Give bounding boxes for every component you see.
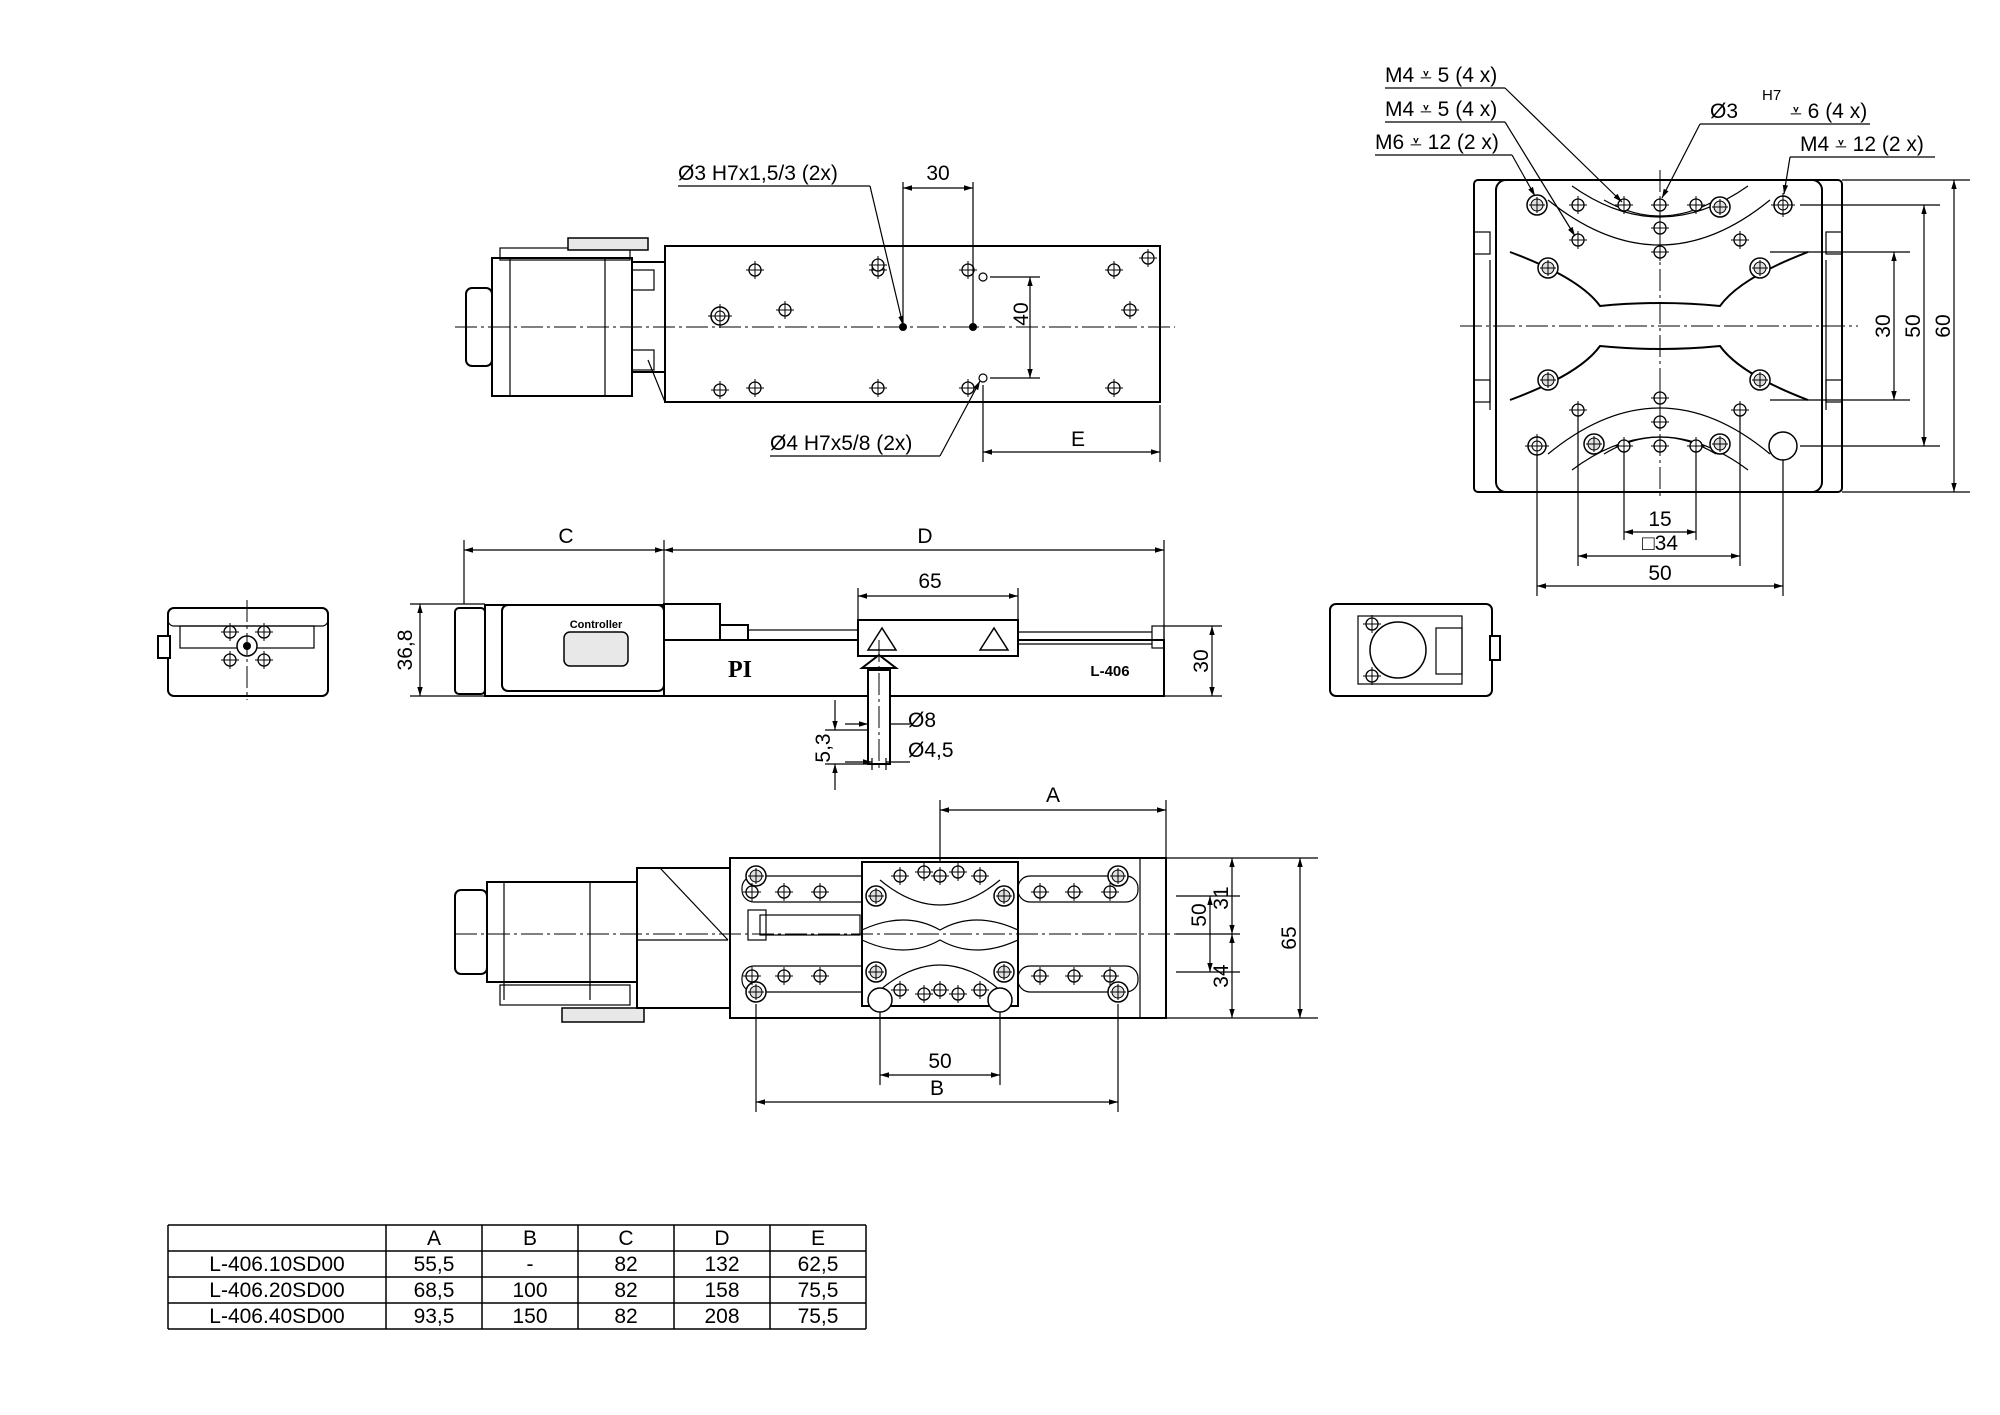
table-cell: 93,5 xyxy=(414,1305,455,1328)
dim-60: 60 xyxy=(1932,314,1955,337)
dim-50-vertical-detail: 50 xyxy=(1902,314,1925,337)
table-cell: 82 xyxy=(614,1305,637,1328)
dim-50-horizontal-detail: 50 xyxy=(1648,562,1671,585)
motor-knob-side xyxy=(454,607,486,695)
dim-B: B xyxy=(930,1077,944,1100)
callout-m6-12: M6 ⩡ 12 (2 x) xyxy=(1375,131,1499,154)
table-cell: 100 xyxy=(512,1279,547,1302)
dim-30-top: 30 xyxy=(926,162,949,185)
carriage-bottom xyxy=(861,861,1019,1007)
table-cell: 208 xyxy=(704,1305,739,1328)
dim-34: 34 xyxy=(1210,964,1233,988)
dim-diameter-8: Ø8 xyxy=(908,709,936,732)
label-brand: PI xyxy=(728,657,752,683)
table-header-cell: D xyxy=(714,1227,729,1250)
table-cell: 75,5 xyxy=(798,1279,839,1302)
callout-m4-12: M4 ⩡ 12 (2 x) xyxy=(1800,133,1924,156)
detail-view: 30 50 60 15 □34 50 M4 ⩡ 5 (4 x) M4 ⩡ 5 (… xyxy=(1375,64,1970,596)
table-cell: 55,5 xyxy=(414,1253,455,1276)
table-header-cell: A xyxy=(427,1227,441,1250)
dim-50-bottom: 50 xyxy=(928,1050,951,1073)
dim-65-bottom: 65 xyxy=(1278,926,1301,949)
dim-30-detail: 30 xyxy=(1872,314,1895,337)
dim-65-side: 65 xyxy=(918,570,941,593)
table-header-cell: E xyxy=(811,1227,825,1250)
table-cell: L-406.10SD00 xyxy=(209,1253,344,1276)
table-cell: 62,5 xyxy=(798,1253,839,1276)
dim-36-8: 36,8 xyxy=(394,630,417,671)
dim-15: 15 xyxy=(1648,508,1671,531)
dsub-connector xyxy=(567,237,649,251)
callout-hole-3: Ø3 H7x1,5/3 (2x) xyxy=(678,162,838,185)
table-cell: 82 xyxy=(614,1253,637,1276)
callout-d3-sup: H7 xyxy=(1762,87,1781,104)
callout-hole-4: Ø4 H7x5/8 (2x) xyxy=(770,432,912,455)
dim-E: E xyxy=(1071,428,1085,451)
callout-m4-5-b: M4 ⩡ 5 (4 x) xyxy=(1385,98,1497,121)
dimension-table: A B C D E L-406.10SD00 55,5 - 82 132 62,5L-406.20S… xyxy=(167,1224,867,1330)
table-cell: L-406.20SD00 xyxy=(209,1279,344,1302)
label-controller: Controller xyxy=(570,619,623,631)
dim-C: C xyxy=(558,525,573,548)
dim-40-top: 40 xyxy=(1010,302,1033,325)
label-model: L-406 xyxy=(1090,663,1129,680)
table-cell: L-406.40SD00 xyxy=(209,1305,344,1328)
controller-connector xyxy=(563,631,629,667)
table-cell: 150 xyxy=(512,1305,547,1328)
dim-A: A xyxy=(1046,784,1060,807)
dim-diameter-4-5: Ø4,5 xyxy=(908,739,954,762)
bottom-view: A 50 B 50 31 34 65 xyxy=(454,784,1318,1112)
table-header-cell: C xyxy=(618,1227,633,1250)
side-view: Controller PI L-406 C D 65 xyxy=(394,525,1222,790)
dim-50-vertical: 50 xyxy=(1188,903,1211,926)
callout-d3-suffix: ⩡ 6 (4 x) xyxy=(1790,100,1867,123)
table-cell: 68,5 xyxy=(414,1279,455,1302)
motor-knob-bottom xyxy=(454,889,488,975)
table-cell: 75,5 xyxy=(798,1305,839,1328)
table-cell: 82 xyxy=(614,1279,637,1302)
end-view-left xyxy=(157,600,329,700)
dim-5-3: 5,3 xyxy=(812,733,835,762)
table-header-cell: B xyxy=(523,1227,537,1250)
dim-D: D xyxy=(917,525,932,548)
dsub-connector-bottom xyxy=(561,1007,645,1023)
callout-d3-prefix: Ø3 xyxy=(1710,100,1738,123)
dim-square-34: □34 xyxy=(1642,532,1678,555)
table-cell: 158 xyxy=(704,1279,739,1302)
table-cell: 132 xyxy=(704,1253,739,1276)
table-cell: - xyxy=(527,1253,534,1276)
motor-end xyxy=(1369,621,1427,679)
stage-body-top xyxy=(664,245,1161,403)
end-view-right xyxy=(1329,603,1501,697)
top-view: 30 40 E Ø3 H7x1,5/3 (2x) Ø4 H7x5/8 (2x) xyxy=(455,162,1175,462)
dim-31: 31 xyxy=(1210,886,1233,909)
dim-30-side: 30 xyxy=(1190,649,1213,672)
callout-m4-5-a: M4 ⩡ 5 (4 x) xyxy=(1385,64,1497,87)
